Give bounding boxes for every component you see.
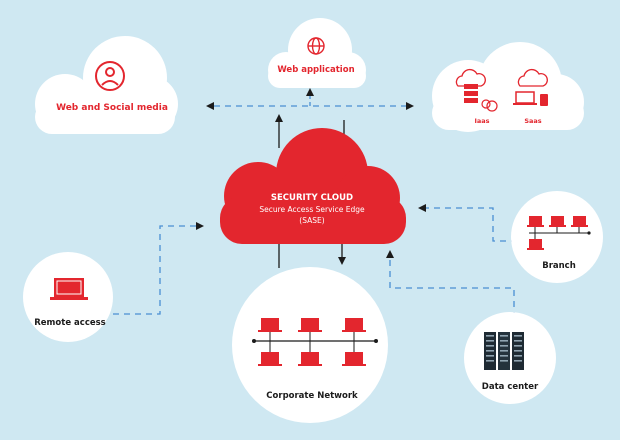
- laptop-icon: [50, 278, 88, 300]
- cloud-shape: [432, 42, 584, 132]
- node-security-cloud: SECURITY CLOUD Secure Access Service Edg…: [220, 128, 406, 244]
- node-remote-access: Remote access: [23, 252, 113, 342]
- sase-abbr: (SASE): [299, 216, 324, 225]
- node-data-center: Data center: [464, 312, 556, 404]
- computer-icon: [571, 216, 588, 233]
- web-social-label: Web and Social media: [56, 103, 168, 113]
- data-center-label: Data center: [482, 382, 539, 392]
- network-computers-icon: [252, 318, 378, 366]
- corporate-network-label: Corporate Network: [266, 391, 358, 401]
- computer-icon: [342, 318, 366, 341]
- arrowhead-web-app: [306, 88, 314, 96]
- devices-cloud-icon: [513, 68, 548, 106]
- sase-title: SECURITY CLOUD: [271, 193, 353, 203]
- dashed-link-remote-access: [102, 225, 196, 315]
- remote-access-label: Remote access: [34, 318, 106, 328]
- arrowhead-corporate: [338, 257, 346, 265]
- computer-icon: [527, 233, 544, 250]
- computer-icon: [342, 341, 366, 366]
- server-cloud-icon: [455, 68, 498, 112]
- arrowhead-sase-up: [275, 114, 283, 122]
- computer-icon: [549, 216, 566, 233]
- node-cloud-services: Iaas Saas: [432, 42, 584, 132]
- node-web-social-media: Web and Social media: [35, 36, 178, 134]
- cloud-shape: [268, 18, 366, 88]
- dashed-link-data-center: [389, 258, 515, 318]
- computer-icon: [527, 216, 544, 233]
- arrowhead-right: [406, 102, 414, 110]
- saas-label: Saas: [524, 117, 541, 125]
- arrowhead-branch: [418, 204, 426, 212]
- computer-icon: [298, 318, 322, 341]
- arrowhead-left: [206, 102, 214, 110]
- cloud-shape: [35, 36, 178, 134]
- sase-subtitle: Secure Access Service Edge: [259, 205, 365, 214]
- user-icon: [95, 61, 125, 91]
- globe-icon: [307, 37, 325, 55]
- branch-label: Branch: [542, 261, 576, 271]
- iaas-label: Iaas: [474, 117, 489, 125]
- connectors: [102, 88, 528, 318]
- dashed-link-branch: [426, 207, 528, 242]
- node-web-application: Web application: [268, 18, 366, 88]
- web-application-label: Web application: [277, 65, 354, 75]
- node-corporate-network: Corporate Network: [232, 267, 388, 423]
- node-branch: Branch: [511, 191, 603, 283]
- cloud-shape-red: [220, 128, 406, 244]
- computer-icon: [258, 341, 282, 366]
- branch-circle: [511, 191, 603, 283]
- arrowhead-remote: [196, 222, 204, 230]
- computer-icon: [258, 318, 282, 341]
- arrowhead-data-center: [386, 250, 394, 258]
- computer-icon: [298, 341, 322, 366]
- network-computers-icon: [527, 216, 591, 250]
- server-rack-icon: [484, 332, 524, 370]
